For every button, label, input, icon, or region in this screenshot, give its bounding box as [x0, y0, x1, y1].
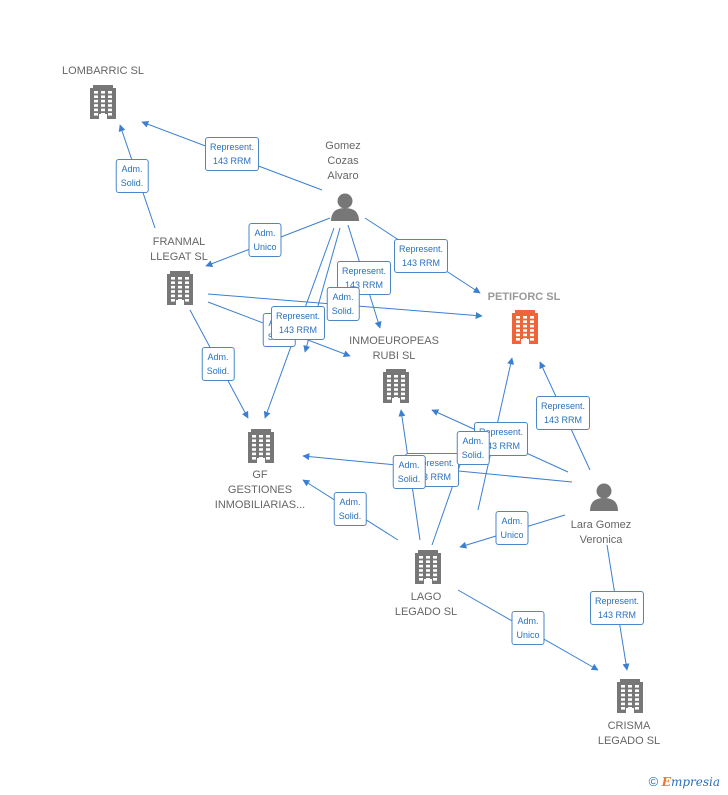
node-label-gf[interactable]: GF GESTIONES INMOBILIARIAS...	[215, 468, 305, 513]
building-icon[interactable]	[383, 369, 409, 403]
edge-label-rep[interactable]: Represent. 143 RRM	[589, 591, 645, 625]
edge-label-line: 143 RRM	[543, 415, 582, 425]
copyright-symbol: ©	[648, 774, 659, 789]
person-icon[interactable]	[590, 483, 618, 512]
node-label-line: GESTIONES	[227, 484, 293, 496]
edge-label-line: 143 RRM	[597, 610, 636, 620]
edge-label-adm-unico[interactable]: Adm. Unico	[511, 611, 545, 645]
node-label-inmoeuropeas[interactable]: INMOEUROPEAS RUBI SL	[349, 334, 439, 364]
edge-label-line: 143 RRM	[481, 441, 520, 451]
edge-label-adm-solid[interactable]: Adm. Solid.	[392, 455, 426, 489]
node-label-line: RUBI SL	[372, 350, 416, 362]
edge-label-line: 143 RRM	[401, 258, 440, 268]
edge-label-line: Represent.	[341, 266, 387, 276]
edge-label-line: Solid.	[461, 450, 485, 460]
node-label-line: LEGADO SL	[597, 735, 661, 747]
edge-label-line: Adm.	[332, 292, 354, 302]
edge-label-adm-solid[interactable]: Adm. Solid.	[201, 347, 235, 381]
edge-label-line: Solid.	[206, 366, 230, 376]
edge-label-line: Unico	[253, 242, 277, 252]
edge-label-line: Adm.	[501, 516, 523, 526]
node-label-petiforc[interactable]: PETIFORC SL	[488, 290, 561, 305]
person-icon[interactable]	[331, 193, 359, 222]
edge-label-line: Adm.	[254, 228, 276, 238]
node-label-line: Veronica	[579, 534, 623, 546]
edge-label-rep[interactable]: Represent. 143 RRM	[204, 137, 260, 171]
node-label-line: Cozas	[327, 155, 359, 167]
edge-label-adm-solid[interactable]: Adm. Solid.	[333, 492, 367, 526]
node-label-line: Lara Gomez	[570, 519, 632, 531]
edge-label-adm-unico[interactable]: Adm. Unico	[248, 223, 282, 257]
building-icon[interactable]	[248, 429, 274, 463]
node-label-crisma[interactable]: CRISMA LEGADO SL	[598, 719, 660, 749]
node-label-line: LAGO	[410, 591, 442, 603]
edge-label-line: Adm.	[121, 164, 143, 174]
node-label-line: CRISMA	[607, 720, 651, 732]
building-icon[interactable]	[512, 310, 538, 344]
edge-label-line: Represent.	[398, 244, 444, 254]
node-label-line: PETIFORC SL	[487, 291, 561, 303]
edge-label-line: Represent.	[478, 427, 524, 437]
edge-label-line: 143 RRM	[278, 325, 317, 335]
edge-label-line: 143 RRM	[412, 472, 451, 482]
building-icon[interactable]	[617, 679, 643, 713]
edge-label-adm-solid[interactable]: Adm. Solid.	[326, 287, 360, 321]
node-label-line: Gomez	[325, 140, 361, 152]
node-label-lago[interactable]: LAGO LEGADO SL	[395, 590, 457, 620]
edge-label-line: Adm.	[398, 460, 420, 470]
edge-label-line: Represent.	[275, 311, 321, 321]
edge-label-rep[interactable]: Represent. 143 RRM	[535, 396, 591, 430]
building-icon[interactable]	[415, 550, 441, 584]
icons-layer	[90, 85, 643, 713]
node-label-line: LOMBARRIC SL	[62, 65, 144, 77]
edge-label-line: Solid.	[331, 306, 355, 316]
edge-label-line: Represent.	[594, 596, 640, 606]
node-label-lombarric[interactable]: LOMBARRIC SL	[62, 64, 144, 79]
edge-label-line: Solid.	[397, 474, 421, 484]
edge-label-line: Adm.	[517, 616, 539, 626]
edge-label-rep[interactable]: Represent. 143 RRM	[393, 239, 449, 273]
footer-brand: © Empresia	[649, 774, 720, 789]
node-label-line: INMOBILIARIAS...	[214, 499, 306, 511]
node-label-franmal[interactable]: FRANMAL LLEGAT SL	[150, 235, 208, 265]
edge-label-line: Represent.	[409, 458, 455, 468]
edge-label-adm-unico[interactable]: Adm. Unico	[495, 511, 529, 545]
edge-label-adm-solid[interactable]: Adm. Solid.	[456, 431, 490, 465]
edge-label-line: Adm.	[462, 436, 484, 446]
edge-label-rep[interactable]: Represent. 143 RRM	[270, 306, 326, 340]
edge-label-line: Unico	[516, 630, 540, 640]
edge-label-line: Solid.	[338, 511, 362, 521]
building-icon[interactable]	[90, 85, 116, 119]
node-label-line: FRANMAL	[152, 236, 206, 248]
edge-label-adm-solid[interactable]: Adm. Solid.	[115, 159, 149, 193]
node-label-line: LLEGAT SL	[150, 251, 208, 263]
edge-label-line: Represent.	[540, 401, 586, 411]
node-label-line: LEGADO SL	[394, 606, 458, 618]
edge-label-line: 143 RRM	[212, 156, 251, 166]
edge-label-line: Unico	[500, 530, 524, 540]
edge-label-line: Adm.	[339, 497, 361, 507]
brand-logo: Empresia	[661, 775, 720, 789]
node-label-line: INMOEUROPEAS	[349, 335, 439, 347]
edge-label-line: Adm.	[207, 352, 229, 362]
edge-label-line: Represent.	[209, 142, 255, 152]
node-label-line: GF	[252, 469, 268, 481]
node-label-line: Alvaro	[327, 170, 359, 182]
building-icon[interactable]	[167, 271, 193, 305]
edge-label-line: Solid.	[120, 178, 144, 188]
edge-label-line: 143 RRM	[344, 280, 383, 290]
